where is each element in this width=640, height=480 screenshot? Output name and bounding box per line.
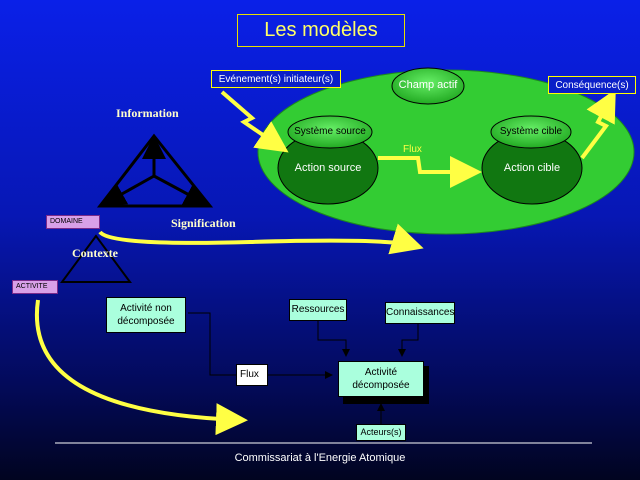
information-label: Information	[116, 106, 179, 120]
activity-non-decomposed-line1: Activité non	[120, 303, 172, 314]
top-flux-label: Flux	[403, 144, 422, 155]
actors-box: Acteurs(s)	[356, 424, 406, 441]
signification-label: Signification	[171, 216, 236, 230]
champ-actif-label: Champ actif	[398, 79, 458, 91]
footer-text: Commissariat à l'Energie Atomique	[234, 452, 406, 464]
champ-actif-oval	[391, 67, 465, 105]
activity-decomposed-line2: décomposée	[352, 380, 410, 391]
consequence-lightning-arrow	[580, 88, 616, 160]
resources-box: Ressources	[289, 299, 347, 321]
flow-line-resources	[317, 320, 350, 357]
semiotic-triangle	[96, 133, 214, 208]
flow-line-knowledge	[398, 324, 419, 357]
activity-non-decomposed-box: Activité non décomposée	[106, 297, 186, 333]
source-action-label: Action source	[294, 162, 362, 174]
activity-non-decomposed-line2: décomposée	[117, 316, 175, 327]
activity-decomposed-box: Activité décomposée	[338, 361, 424, 397]
activity-decomposed-line1: Activité	[364, 367, 398, 378]
target-system-oval	[490, 115, 572, 149]
flux-lightning-arrow	[378, 156, 482, 188]
initiator-lightning-arrow	[220, 90, 289, 153]
domaine-box: DOMAINE	[46, 215, 100, 229]
contexte-label: Contexte	[72, 246, 118, 260]
source-system-label: Système source	[294, 126, 366, 137]
knowledge-box: Connaissances	[385, 302, 455, 324]
target-action-label: Action cible	[503, 162, 561, 174]
target-system-label: Système cible	[499, 126, 563, 137]
domaine-curve-arrow	[98, 223, 424, 255]
slide-title: Les modèles	[237, 14, 405, 47]
activite-box: ACTIVITE	[12, 280, 58, 294]
activite-curve-arrow	[34, 299, 248, 436]
consequence-box: Conséquence(s)	[548, 76, 636, 94]
flow-line-activity	[188, 312, 333, 379]
bottom-flux-box: Flux	[236, 364, 268, 386]
initiator-event-box: Evénement(s) initiateur(s)	[211, 70, 341, 88]
contexte-triangle	[60, 234, 132, 283]
